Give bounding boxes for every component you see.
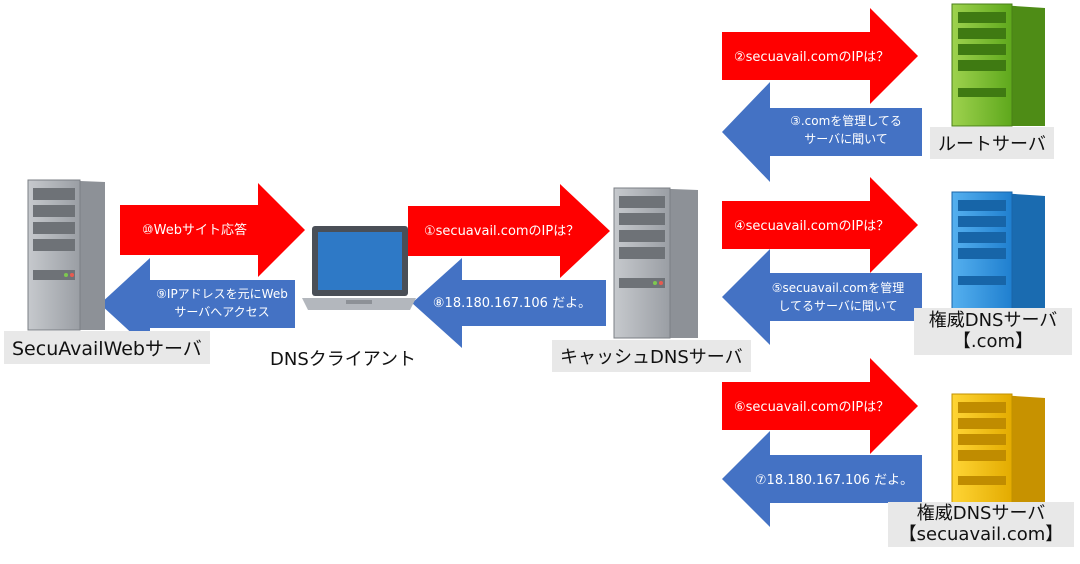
laptop-icon [302,226,416,310]
arrow-7-secuavail-answer: ⑦18.180.167.106 だよ。 [722,431,922,527]
arrow-5-com-answer: ⑤secuavail.comを管理 してるサーバに聞いて [722,249,922,345]
arrow-3-root-answer: ③.comを管理してる サーバに聞いて [722,82,922,182]
arrow-2-query-root: ②secuavail.comのIPは？ [722,8,918,104]
root-server-icon [951,3,1045,127]
arrow-3-label-line1: ③.comを管理してる [790,113,902,128]
arrow-10-web-response: ⑩Webサイト応答 [120,183,305,277]
auth-com-label-line1: 権威DNSサーバ [928,310,1058,331]
arrow-9-access-web: ⑨IPアドレスを元にWeb サーバへアクセス [100,258,295,350]
auth-com-server-icon [951,191,1045,313]
arrow-1-label: ①secuavail.comのIPは？ [424,224,579,239]
auth-secuavail-label-line1: 権威DNSサーバ [916,503,1046,524]
arrow-4-label: ④secuavail.comのIPは？ [734,219,889,234]
arrow-9-label-line2: サーバへアクセス [174,305,269,319]
root-server-label: ルートサーバ [930,127,1054,159]
arrow-3-label-line2: サーバに聞いて [804,132,888,146]
auth-com-label: 権威DNSサーバ 【.com】 [914,308,1072,356]
web-server-label: SecuAvailWebサーバ [4,331,210,364]
auth-secuavail-server-icon [951,393,1045,509]
dns-client-label: DNSクライアント [262,342,425,374]
arrow-8-answer: ⑧18.180.167.106 だよ。 [412,258,606,348]
arrow-5-label-line1: ⑤secuavail.comを管理 [772,280,905,295]
arrow-5-label-line2: してるサーバに聞いて [778,299,897,313]
cache-dns-label: キャッシュDNSサーバ [552,340,751,372]
auth-secuavail-label: 権威DNSサーバ 【secuavail.com】 [888,502,1074,548]
auth-com-label-line2: 【.com】 [952,330,1034,352]
arrow-6-label: ⑥secuavail.comのIPは？ [734,400,889,415]
auth-secuavail-label-line2: 【secuavail.com】 [898,523,1064,545]
arrow-8-label: ⑧18.180.167.106 だよ。 [433,296,591,311]
cache-dns-server-icon [613,187,698,339]
arrow-2-label: ②secuavail.comのIPは？ [734,50,889,65]
arrow-7-label: ⑦18.180.167.106 だよ。 [755,473,913,488]
arrow-6-query-secuavail: ⑥secuavail.comのIPは？ [722,358,918,454]
arrow-4-query-com: ④secuavail.comのIPは？ [722,177,918,273]
web-server-icon [27,179,105,331]
arrow-1-query: ①secuavail.comのIPは？ [408,184,610,278]
arrow-9-label-line1: ⑨IPアドレスを元にWeb [156,287,288,301]
arrow-10-label: ⑩Webサイト応答 [142,222,247,238]
